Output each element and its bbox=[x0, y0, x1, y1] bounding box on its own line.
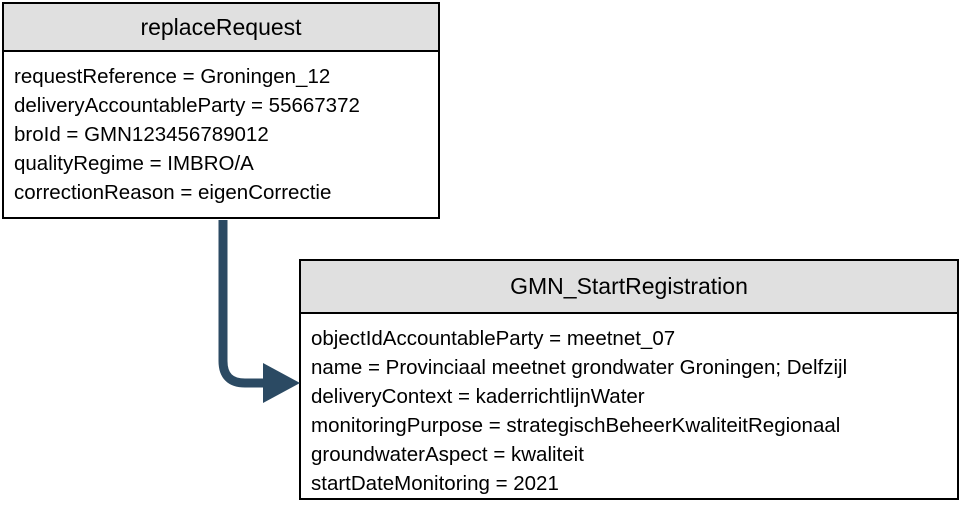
class-box-header: GMN_StartRegistration bbox=[301, 261, 957, 314]
class-title: GMN_StartRegistration bbox=[510, 273, 748, 299]
class-box-replace-request: replaceRequest requestReference = Gronin… bbox=[2, 2, 440, 219]
attribute-line: monitoringPurpose = strategischBeheerKwa… bbox=[311, 414, 841, 437]
attribute-line: objectIdAccountableParty = meetnet_07 bbox=[311, 327, 676, 350]
attribute-line: startDateMonitoring = 2021 bbox=[311, 472, 559, 495]
attribute-line: deliveryContext = kaderrichtlijnWater bbox=[311, 385, 645, 408]
class-box-gmn-start-registration: GMN_StartRegistration objectIdAccountabl… bbox=[299, 259, 959, 500]
attribute-line: broId = GMN123456789012 bbox=[14, 123, 269, 146]
class-title: replaceRequest bbox=[140, 13, 302, 40]
class-box-header: replaceRequest bbox=[4, 4, 438, 52]
attribute-line: groundwaterAspect = kwaliteit bbox=[311, 443, 584, 466]
attribute-line: deliveryAccountableParty = 55667372 bbox=[14, 94, 360, 117]
class-attributes: objectIdAccountableParty = meetnet_07 na… bbox=[301, 314, 957, 498]
class-attributes: requestReference = Groningen_12 delivery… bbox=[4, 52, 438, 217]
attribute-line: correctionReason = eigenCorrectie bbox=[14, 181, 332, 204]
attribute-line: qualityRegime = IMBRO/A bbox=[14, 152, 254, 175]
connector-arrowhead-icon bbox=[263, 363, 300, 403]
connector-elbow-line bbox=[218, 220, 268, 388]
attribute-line: requestReference = Groningen_12 bbox=[14, 65, 331, 88]
attribute-line: name = Provinciaal meetnet grondwater Gr… bbox=[311, 356, 848, 379]
